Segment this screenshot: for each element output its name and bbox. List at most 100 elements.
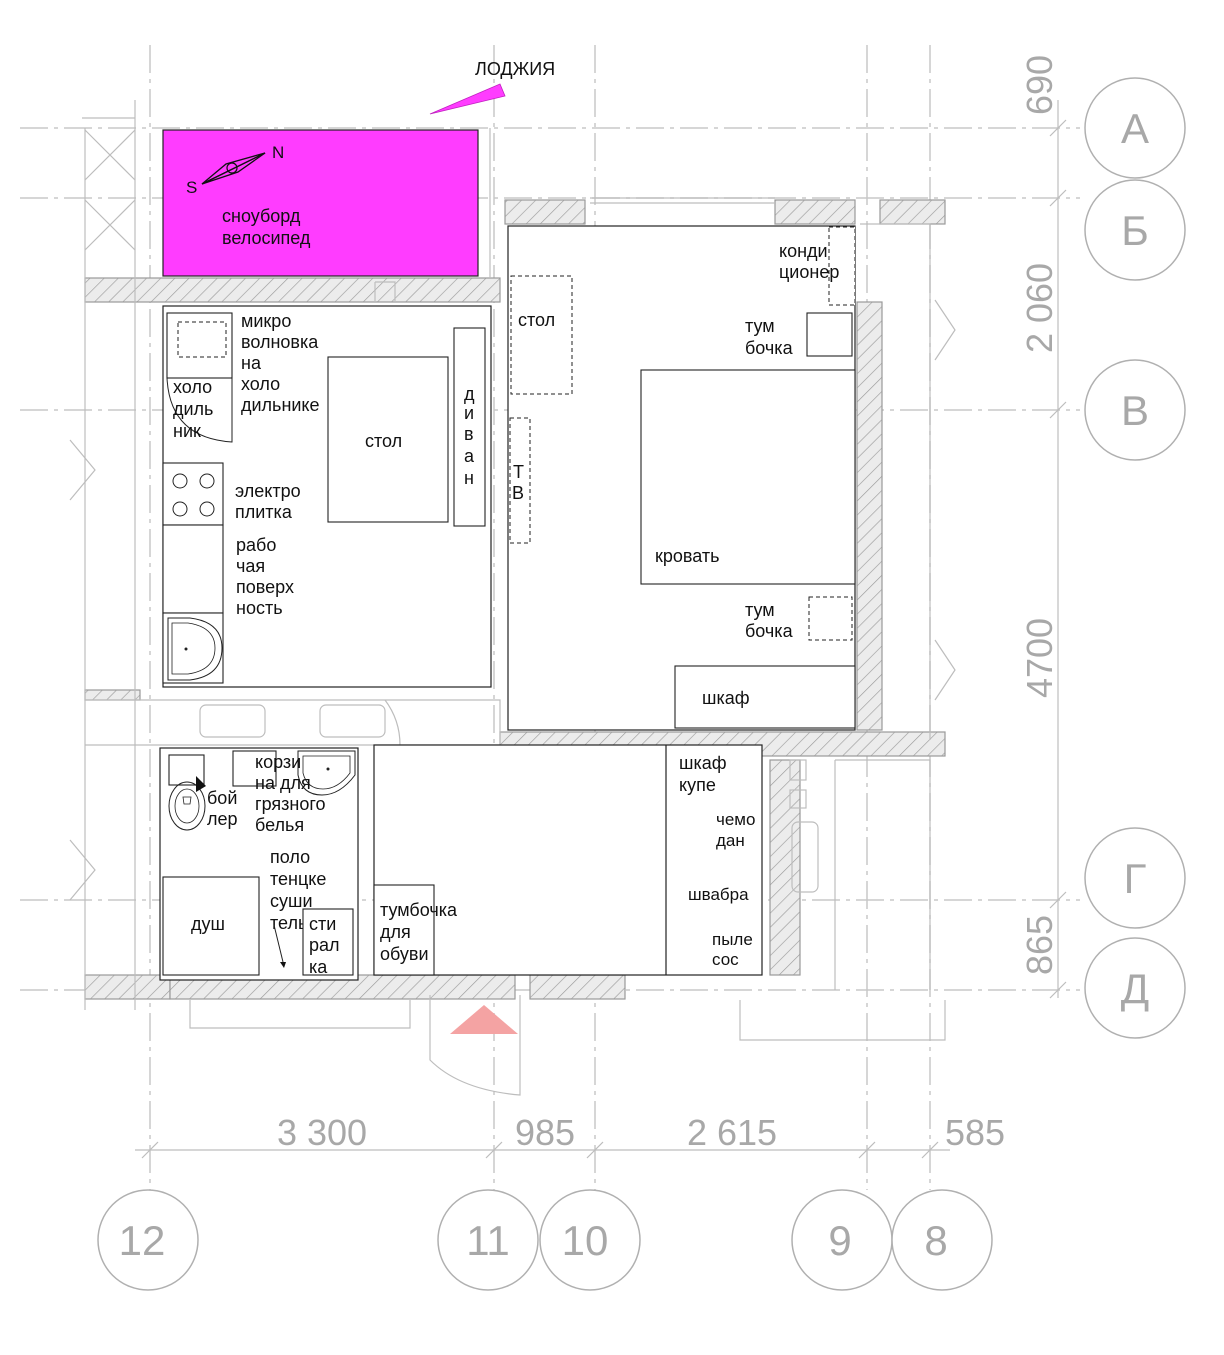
axis-col-12: 12	[119, 1217, 166, 1264]
basket-label-4: белья	[255, 815, 304, 835]
fridge-label-1: холо	[173, 377, 212, 397]
desk-label: стол	[518, 310, 555, 330]
shoe-cabinet	[373, 884, 435, 976]
electric-stove	[162, 462, 224, 526]
sofa-label-2: и	[464, 403, 474, 423]
axis-col-9: 9	[828, 1217, 851, 1264]
column-axis-markers: 12 11 10 9 8	[97, 1189, 993, 1291]
basket-label-1: корзи	[255, 752, 301, 772]
towel-label-3: суши	[270, 891, 313, 911]
base-walls	[69, 100, 956, 1096]
microwave-label-1: микро	[241, 311, 291, 331]
worktop-label-3: поверх	[236, 577, 294, 597]
dim-865: 865	[1019, 915, 1060, 975]
compass-north: N	[272, 143, 284, 162]
closet-label-2: купе	[679, 775, 716, 795]
axis-col-11: 11	[466, 1217, 510, 1264]
fridge-label-2: диль	[173, 399, 213, 419]
towel-label-4: тель	[270, 913, 307, 933]
worktop-label-2: чая	[236, 556, 265, 576]
boiler-label-2: лер	[207, 809, 238, 829]
axis-col-10: 10	[562, 1217, 609, 1264]
bedroom-room: стол Т В конди ционер тум бочка кровать …	[507, 225, 856, 731]
wardrobe	[674, 665, 856, 729]
shoe-cabinet-label-3: обуви	[380, 944, 429, 964]
tv-label-2: В	[512, 483, 524, 503]
dimensions-right: 690 2 060 4700 865	[1019, 55, 1067, 999]
axis-col-8: 8	[924, 1217, 947, 1264]
compass-south: S	[186, 178, 197, 197]
fridge-door-swing	[166, 377, 233, 443]
nightstand-top	[806, 312, 853, 357]
ac-label-2: ционер	[779, 262, 839, 282]
fridge-label-3: ник	[173, 421, 201, 441]
dim-2615: 2 615	[687, 1112, 777, 1153]
bathroom-sink-icon	[297, 750, 356, 796]
axis-row-b: Б	[1121, 207, 1149, 254]
dim-2060: 2 060	[1019, 263, 1060, 353]
bathroom-room: бой лер корзи на для грязного белья поло…	[159, 747, 359, 981]
microwave	[177, 321, 227, 358]
microwave-label-4: холо	[241, 374, 280, 394]
axis-row-d: Д	[1121, 965, 1149, 1012]
sofa-label-4: а	[464, 446, 475, 466]
sofa-label-3: в	[464, 424, 474, 444]
basket-label-3: грязного	[255, 794, 326, 814]
towel-label-2: тенцке	[270, 869, 326, 889]
worktop-label-4: ность	[236, 598, 283, 618]
row-axis-markers: А Б В Г Д	[1084, 77, 1186, 1039]
sofa-label-1: д	[464, 384, 475, 404]
sofa-label-5: н	[464, 468, 474, 488]
kitchen-table	[327, 356, 449, 523]
ac-label-1: конди	[779, 241, 828, 261]
boiler-label-1: бой	[207, 788, 237, 808]
desk	[510, 275, 573, 395]
washing-machine	[302, 908, 354, 976]
hall-room: тумбочка для обуви шкаф купе чемо дан шв…	[373, 744, 763, 976]
loggia: ЛОДЖИЯ N S сноуборд велосипед	[162, 59, 555, 277]
nightstand-top-label-2: бочка	[745, 338, 794, 358]
suitcase-label-2: дан	[716, 831, 745, 850]
wardrobe-label: шкаф	[702, 688, 750, 708]
tv-label-1: Т	[513, 462, 524, 482]
shoe-cabinet-label-2: для	[380, 922, 411, 942]
microwave-label-5: дильнике	[241, 395, 320, 415]
towel-label-1: поло	[270, 847, 310, 867]
sofa	[453, 327, 486, 527]
dim-4700: 4700	[1019, 618, 1060, 698]
laundry-basket	[232, 750, 277, 787]
axis-row-v: В	[1121, 387, 1149, 434]
stove-label-1: электро	[235, 481, 301, 501]
towel-dryer-pointer	[273, 924, 284, 963]
nightstand-bottom	[808, 596, 853, 641]
compass-icon	[201, 152, 266, 185]
bed-label: кровать	[655, 546, 720, 566]
nightstand-top-label-1: тум	[745, 316, 775, 336]
vacuum-label-2: сос	[712, 950, 739, 969]
shower	[162, 876, 260, 976]
loggia-label-bike: велосипед	[222, 228, 311, 248]
boiler-arrow-icon	[196, 776, 206, 792]
vacuum-label-1: пыле	[712, 930, 753, 949]
dim-3300: 3 300	[277, 1112, 367, 1153]
kitchen-sink-icon	[162, 612, 224, 684]
tv	[509, 417, 531, 544]
worktop-label-1: рабо	[236, 535, 276, 555]
dim-585: 585	[945, 1112, 1005, 1153]
loggia-area	[162, 129, 479, 277]
washer-label-3: ка	[309, 957, 328, 977]
washer-label-1: сти	[309, 914, 336, 934]
kitchen-room: микро волновка на холо дильнике холо дил…	[162, 305, 492, 688]
kitchen-table-label: стол	[365, 431, 402, 451]
shower-label: душ	[191, 914, 225, 934]
stove-label-2: плитка	[235, 502, 293, 522]
dimensions-bottom: 3 300 985 2 615 585	[135, 1112, 1005, 1159]
entrance-arrow-icon	[450, 1005, 518, 1034]
nightstand-bottom-label-1: тум	[745, 600, 775, 620]
mop-label: швабра	[688, 885, 749, 904]
toilet-icon	[168, 754, 206, 831]
dim-690: 690	[1019, 55, 1060, 115]
basket-label-2: на для	[255, 773, 311, 793]
axis-row-a: А	[1121, 105, 1149, 152]
